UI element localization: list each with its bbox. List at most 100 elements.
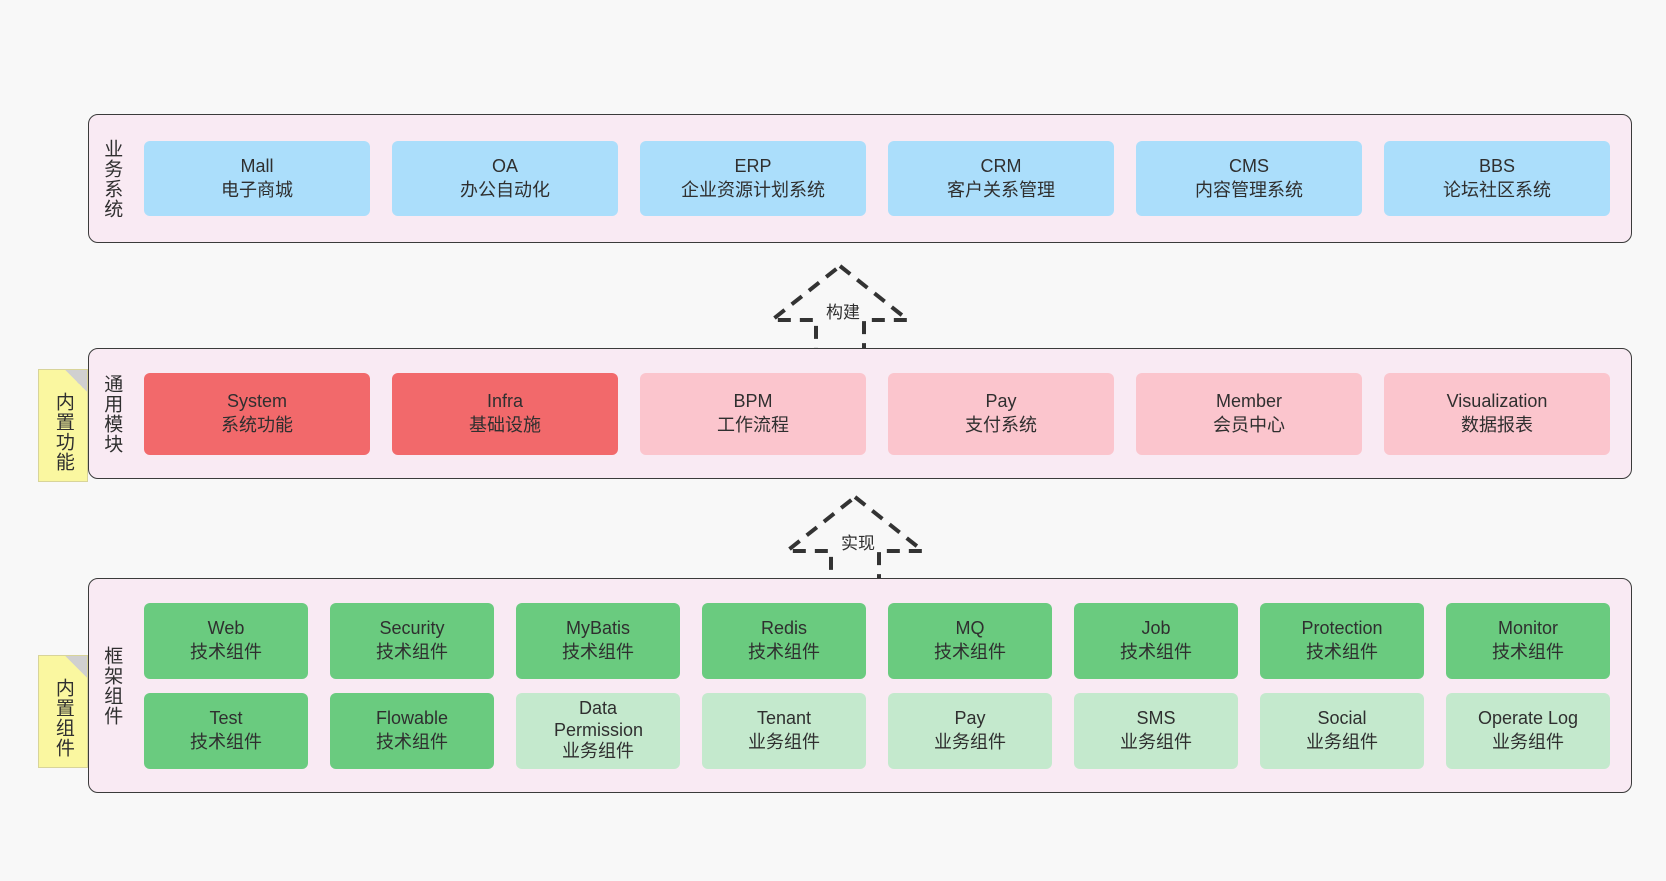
- framework-row-business: Test 技术组件 Flowable 技术组件 Data Permission …: [133, 692, 1621, 769]
- common-modules-cards: System 系统功能 Infra 基础设施 BPM 工作流程 Pay 支付系统…: [133, 349, 1631, 478]
- card-social-desc: 业务组件: [1306, 731, 1378, 752]
- card-monitor-name: Monitor: [1497, 618, 1559, 639]
- card-tenant-name: Tenant: [756, 708, 812, 729]
- card-infra-name: Infra: [486, 391, 524, 412]
- card-system-name: System: [226, 391, 287, 412]
- card-web-name: Web: [207, 618, 245, 639]
- card-pay-module-name: Pay: [985, 391, 1017, 412]
- card-member-desc: 会员中心: [1213, 414, 1285, 435]
- business-system-cards: Mall 电子商城 OA 办公自动化 ERP 企业资源计划系统 CRM 客户关系…: [133, 115, 1631, 242]
- card-test-desc: 技术组件: [190, 731, 262, 752]
- card-cms-desc: 内容管理系统: [1195, 179, 1303, 200]
- card-visualization-name: Visualization: [1446, 391, 1548, 412]
- card-mybatis-desc: 技术组件: [562, 641, 634, 662]
- card-crm-name: CRM: [980, 156, 1022, 177]
- card-pay-module[interactable]: Pay 支付系统: [888, 372, 1114, 455]
- card-mq-desc: 技术组件: [934, 641, 1006, 662]
- card-social-name: Social: [1317, 708, 1367, 729]
- card-member[interactable]: Member 会员中心: [1136, 372, 1362, 455]
- card-oa[interactable]: OA 办公自动化: [392, 141, 618, 216]
- card-oa-name: OA: [491, 156, 518, 177]
- framework-components-layer-title: 框架组件: [101, 645, 123, 726]
- card-erp[interactable]: ERP 企业资源计划系统: [640, 141, 866, 216]
- note-builtin-features: 内置功能: [38, 369, 88, 482]
- card-crm-desc: 客户关系管理: [947, 179, 1055, 200]
- common-modules-layer: 通用模块 System 系统功能 Infra 基础设施 BPM 工作流程 Pay…: [88, 348, 1632, 479]
- card-monitor[interactable]: Monitor 技术组件: [1446, 602, 1610, 679]
- card-job[interactable]: Job 技术组件: [1074, 602, 1238, 679]
- card-system-desc: 系统功能: [221, 414, 293, 435]
- note-fold-corner-icon: [65, 656, 87, 678]
- card-mall-name: Mall: [240, 156, 274, 177]
- card-cms-name: CMS: [1229, 156, 1269, 177]
- card-bpm-name: BPM: [733, 391, 773, 412]
- card-operate-log-desc: 业务组件: [1492, 731, 1564, 752]
- card-data-permission[interactable]: Data Permission 业务组件: [516, 692, 680, 769]
- card-bpm-desc: 工作流程: [717, 414, 789, 435]
- card-job-name: Job: [1141, 618, 1171, 639]
- card-security[interactable]: Security 技术组件: [330, 602, 494, 679]
- card-mall-desc: 电子商城: [221, 179, 293, 200]
- connector-implement-label: 实现: [839, 529, 878, 554]
- card-crm[interactable]: CRM 客户关系管理: [888, 141, 1114, 216]
- card-web[interactable]: Web 技术组件: [144, 602, 308, 679]
- connector-build: 构建: [760, 258, 920, 353]
- card-system[interactable]: System 系统功能: [144, 372, 370, 455]
- card-data-permission-desc: 业务组件: [562, 741, 634, 762]
- card-test-name: Test: [209, 708, 243, 729]
- card-mq-name: MQ: [955, 618, 985, 639]
- card-tenant[interactable]: Tenant 业务组件: [702, 692, 866, 769]
- card-flowable-name: Flowable: [375, 708, 449, 729]
- card-protection-desc: 技术组件: [1306, 641, 1378, 662]
- card-monitor-desc: 技术组件: [1492, 641, 1564, 662]
- card-infra-desc: 基础设施: [469, 414, 541, 435]
- card-protection[interactable]: Protection 技术组件: [1260, 602, 1424, 679]
- business-system-layer: 业务系统 Mall 电子商城 OA 办公自动化 ERP 企业资源计划系统 CRM…: [88, 114, 1632, 243]
- card-erp-name: ERP: [734, 156, 772, 177]
- framework-components-grid: Web 技术组件 Security 技术组件 MyBatis 技术组件 Redi…: [133, 579, 1631, 792]
- card-bbs-desc: 论坛社区系统: [1443, 179, 1551, 200]
- card-security-desc: 技术组件: [376, 641, 448, 662]
- card-sms-desc: 业务组件: [1120, 731, 1192, 752]
- business-system-layer-title: 业务系统: [101, 138, 123, 219]
- card-visualization[interactable]: Visualization 数据报表: [1384, 372, 1610, 455]
- card-infra[interactable]: Infra 基础设施: [392, 372, 618, 455]
- card-sms[interactable]: SMS 业务组件: [1074, 692, 1238, 769]
- card-redis[interactable]: Redis 技术组件: [702, 602, 866, 679]
- card-operate-log[interactable]: Operate Log 业务组件: [1446, 692, 1610, 769]
- card-flowable[interactable]: Flowable 技术组件: [330, 692, 494, 769]
- card-pay-component-name: Pay: [954, 708, 986, 729]
- card-redis-name: Redis: [760, 618, 808, 639]
- card-redis-desc: 技术组件: [748, 641, 820, 662]
- card-flowable-desc: 技术组件: [376, 731, 448, 752]
- card-erp-desc: 企业资源计划系统: [681, 179, 825, 200]
- note-builtin-components: 内置组件: [38, 655, 88, 768]
- framework-row-technical: Web 技术组件 Security 技术组件 MyBatis 技术组件 Redi…: [133, 602, 1621, 679]
- connector-implement: 实现: [775, 489, 935, 584]
- card-oa-desc: 办公自动化: [460, 179, 550, 200]
- card-mall[interactable]: Mall 电子商城: [144, 141, 370, 216]
- card-cms[interactable]: CMS 内容管理系统: [1136, 141, 1362, 216]
- card-pay-module-desc: 支付系统: [965, 414, 1037, 435]
- card-visualization-desc: 数据报表: [1461, 414, 1533, 435]
- card-operate-log-name: Operate Log: [1477, 708, 1579, 729]
- card-test[interactable]: Test 技术组件: [144, 692, 308, 769]
- framework-components-layer: 框架组件 Web 技术组件 Security 技术组件 MyBatis 技术组件…: [88, 578, 1632, 793]
- connector-build-label: 构建: [824, 298, 863, 323]
- note-builtin-features-label: 内置功能: [52, 391, 74, 472]
- card-sms-name: SMS: [1136, 708, 1176, 729]
- card-member-name: Member: [1215, 391, 1282, 412]
- card-web-desc: 技术组件: [190, 641, 262, 662]
- note-builtin-components-label: 内置组件: [52, 677, 74, 758]
- card-data-permission-name: Data Permission: [554, 698, 644, 740]
- card-bbs[interactable]: BBS 论坛社区系统: [1384, 141, 1610, 216]
- card-mq[interactable]: MQ 技术组件: [888, 602, 1052, 679]
- card-mybatis[interactable]: MyBatis 技术组件: [516, 602, 680, 679]
- card-mybatis-name: MyBatis: [565, 618, 630, 639]
- card-job-desc: 技术组件: [1120, 641, 1192, 662]
- card-bpm[interactable]: BPM 工作流程: [640, 372, 866, 455]
- card-bbs-name: BBS: [1478, 156, 1516, 177]
- card-pay-component[interactable]: Pay 业务组件: [888, 692, 1052, 769]
- card-tenant-desc: 业务组件: [748, 731, 820, 752]
- card-social[interactable]: Social 业务组件: [1260, 692, 1424, 769]
